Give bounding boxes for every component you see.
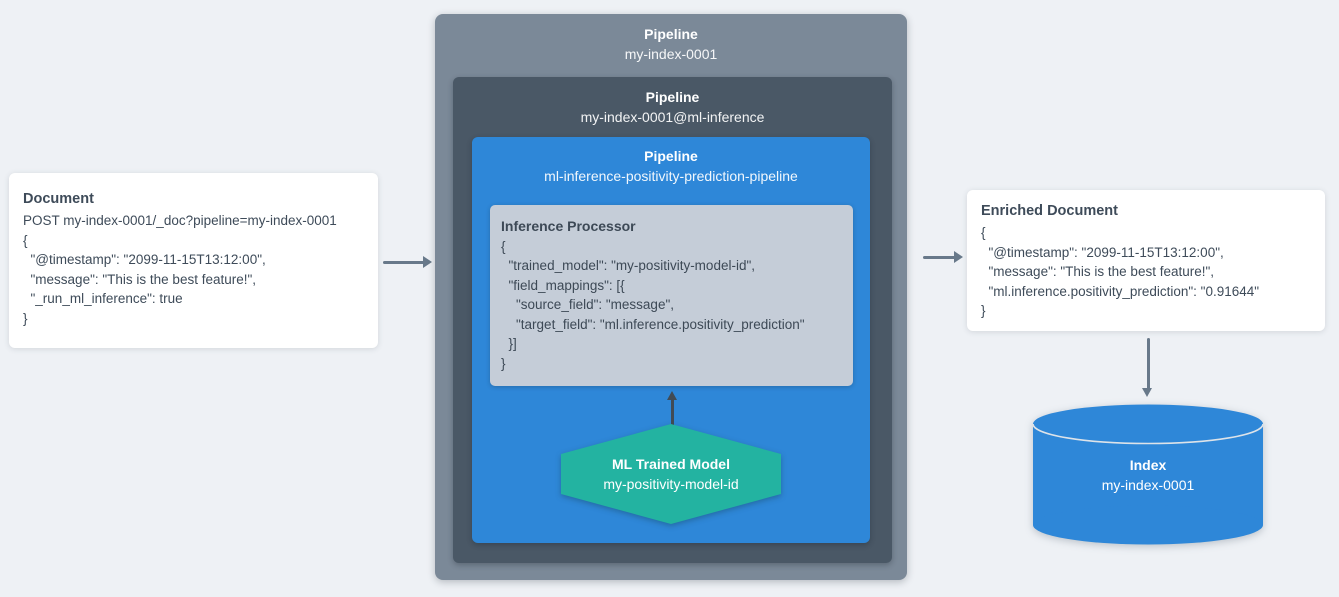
arrow-shaft [923,255,956,259]
code-line: "field_mappings": [{ [501,277,625,293]
ml-trained-model-title: ML Trained Model [612,456,730,472]
ml-pipeline-label: Pipeline [644,148,698,164]
code-line: "_run_ml_inference": true [23,291,183,306]
code-line: "message": "This is the best feature!", [981,264,1215,279]
index-text: Index my-index-0001 [1033,455,1263,495]
inference-processor-title: Inference Processor [501,218,636,234]
outer-pipeline-name: my-index-0001 [624,46,718,62]
code-line: "ml.inference.positivity_prediction": "0… [981,283,1260,299]
code-line: "@timestamp": "2099-11-15T13:12:00", [23,252,266,267]
arrow-head [667,391,677,400]
ml-pipeline-header: Pipeline ml-inference-positivity-predict… [472,137,870,186]
ml-trained-model-hexagon: ML Trained Model my-positivity-model-id [561,424,781,524]
index-cylinder: Index my-index-0001 [1033,403,1263,545]
inference-pipeline-header: Pipeline my-index-0001@ml-inference [453,77,892,127]
ml-trained-model-text: ML Trained Model my-positivity-model-id [561,424,781,524]
arrow-head [423,256,432,268]
arrow-right-icon [923,249,963,265]
ml-trained-model-name: my-positivity-model-id [603,476,739,492]
hexagon-shape-icon [561,424,781,524]
enriched-document-title: Enriched Document [981,203,1118,219]
code-line: "message": "This is the best feature!", [23,271,257,287]
index-label: Index [1129,457,1167,473]
enriched-document-card: Enriched Document { "@timestamp": "2099-… [967,190,1325,331]
outer-pipeline-label: Pipeline [644,26,698,42]
arrow-head [954,251,963,263]
code-line: } [501,355,506,371]
ml-pipeline-name: ml-inference-positivity-prediction-pipel… [544,168,798,184]
arrow-down-icon [1140,338,1156,398]
ml-pipeline-box: Pipeline ml-inference-positivity-predict… [472,137,870,543]
inference-pipeline-name: my-index-0001@ml-inference [580,109,765,125]
code-line: } [23,310,28,326]
code-line: }] [501,336,517,351]
cylinder-shape-icon [1033,404,1263,545]
index-name: my-index-0001 [1101,477,1195,493]
arrow-head [1142,388,1152,397]
arrow-up-icon [664,391,680,427]
outer-pipeline-header: Pipeline my-index-0001 [435,14,907,64]
outer-pipeline-box: Pipeline my-index-0001 Pipeline my-index… [435,14,907,580]
code-line: { [23,232,28,248]
inference-pipeline-box: Pipeline my-index-0001@ml-inference Pipe… [453,77,892,563]
inference-processor-box: Inference Processor { "trained_model": "… [490,205,853,386]
arrow-shaft [670,399,674,427]
arrow-shaft [1146,338,1150,390]
code-line: "source_field": "message", [501,297,674,312]
arrow-shaft [383,260,425,264]
code-line: "@timestamp": "2099-11-15T13:12:00", [981,244,1224,260]
code-line: } [981,303,986,318]
inference-pipeline-label: Pipeline [645,89,700,105]
code-line: { [501,238,506,254]
arrow-right-icon [383,254,432,270]
code-line: "target_field": "ml.inference.positivity… [501,316,805,332]
document-card: Document POST my-index-0001/_doc?pipelin… [9,173,378,348]
inference-processor-code: { "trained_model": "my-positivity-model-… [501,237,845,374]
code-line: POST my-index-0001/_doc?pipeline=my-inde… [23,213,337,228]
document-card-title: Document [23,191,94,207]
code-line: "trained_model": "my-positivity-model-id… [501,258,756,273]
code-line: { [981,225,986,240]
document-card-code: POST my-index-0001/_doc?pipeline=my-inde… [23,211,368,328]
enriched-document-code: { "@timestamp": "2099-11-15T13:12:00", "… [981,223,1315,321]
